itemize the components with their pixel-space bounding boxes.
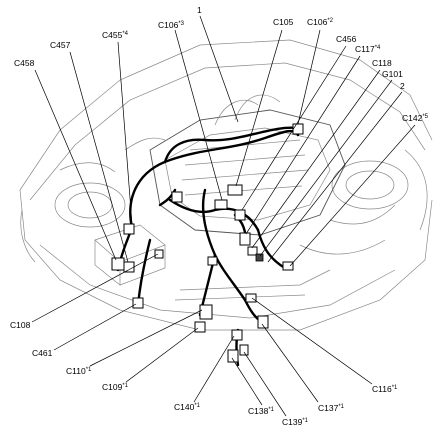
connector-small-b [207, 256, 218, 266]
label-1: 1 [197, 5, 202, 15]
connector-c461 [132, 297, 144, 309]
label-c142-5: C142*5 [402, 113, 429, 123]
label-c106-3: C106*3 [158, 20, 185, 30]
label-c110-1: C110*1 [66, 366, 92, 376]
label-c461: C461 [32, 348, 53, 358]
connector-c142 [282, 261, 294, 271]
label-c118: C118 [372, 58, 392, 68]
label-c109-1: C109*1 [102, 382, 129, 392]
connectors [111, 123, 304, 363]
label-c456: C456 [336, 34, 357, 44]
connector-c458 [111, 257, 125, 271]
connector-c138 [227, 349, 239, 363]
connector-c457 [123, 261, 135, 273]
connector-c108 [154, 249, 164, 259]
label-c106-2: C106*2 [307, 17, 334, 27]
label-c108: C108 [10, 320, 31, 330]
connector-c140 [231, 329, 243, 341]
label-c140-1: C140*1 [174, 402, 201, 412]
connector-c456 [234, 209, 246, 221]
callout-labels: 1 2 C106*3 C105 C106*2 C456 C455*4 C457 … [10, 5, 429, 427]
label-c116-1: C116*1 [372, 384, 398, 394]
connector-small-a [171, 191, 183, 203]
ground-g101 [255, 253, 264, 262]
label-c458: C458 [14, 58, 35, 68]
leader-lines [31, 15, 416, 417]
label-c457: C457 [50, 40, 71, 50]
label-c117-4: C117*4 [355, 44, 381, 54]
connector-c109 [194, 321, 206, 333]
label-2: 2 [400, 81, 405, 91]
connector-c137 [257, 315, 269, 329]
connector-c106 [214, 199, 228, 210]
label-c139-1: C139*1 [282, 417, 309, 427]
connector-c117 [239, 232, 251, 246]
label-c138-1: C138*1 [248, 406, 275, 416]
label-c455-4: C455*4 [102, 30, 129, 40]
connector-c105 [227, 184, 243, 196]
connector-c116 [245, 293, 257, 303]
label-c105: C105 [273, 17, 294, 27]
connector-c110 [199, 304, 213, 320]
label-g101: G101 [382, 69, 403, 79]
connector-c455 [123, 223, 135, 235]
connector-1 [292, 123, 304, 135]
label-c137-1: C137*1 [318, 403, 345, 413]
connector-c139 [239, 344, 249, 356]
